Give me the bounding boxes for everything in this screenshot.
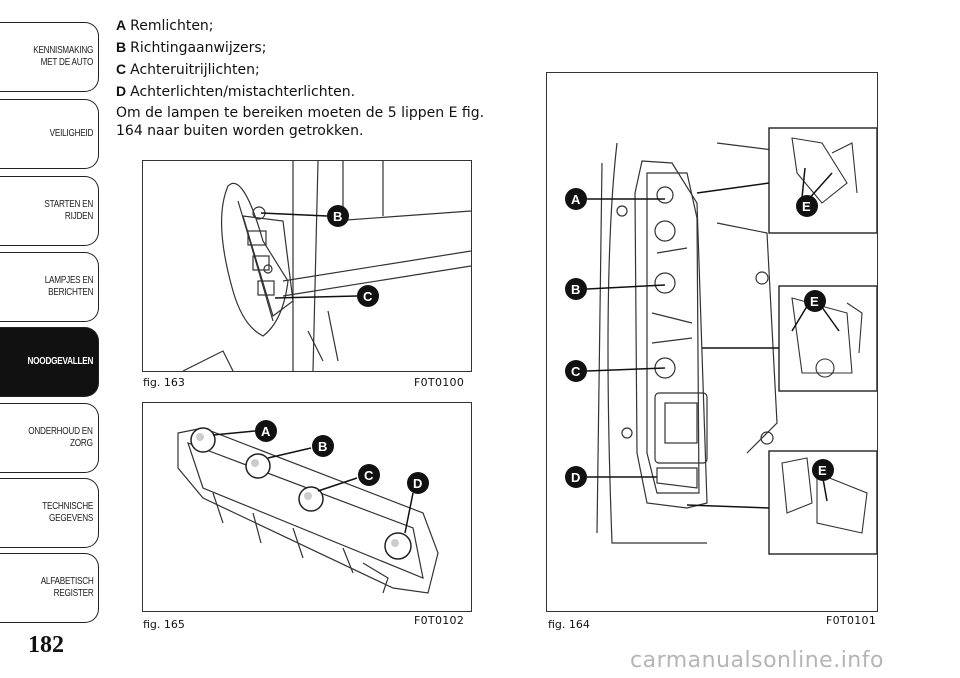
callout-A: A xyxy=(255,420,277,442)
callout-B: B xyxy=(565,278,587,300)
tab-label: NOODGEVALLEN xyxy=(27,356,94,367)
callout-E: E xyxy=(812,459,834,481)
watermark: carmanualsonline.info xyxy=(630,648,884,673)
tab-kennismaking[interactable]: KENNISMAKING MET DE AUTO xyxy=(0,22,99,92)
figure-caption: fig. 165 xyxy=(143,618,185,631)
callout-B: B xyxy=(327,205,349,227)
item-text: Achteruitrijlichten; xyxy=(130,62,260,78)
tab-label: KENNISMAKING MET DE AUTO xyxy=(33,45,94,68)
figure-code: F0T0102 xyxy=(414,614,465,627)
callout-label: E xyxy=(810,294,819,309)
callout-label: B xyxy=(571,282,580,297)
tab-lampjes-en-berichten[interactable]: LAMPJES EN BERICHTEN xyxy=(0,252,99,322)
item-letter: B xyxy=(116,39,127,55)
callout-label: B xyxy=(333,209,342,224)
tab-technische-gegevens[interactable]: TECHNISCHE GEGEVENS xyxy=(0,478,99,548)
item-text: Richtingaanwijzers; xyxy=(130,40,267,56)
figure-163: B C xyxy=(142,160,472,372)
tab-label: VEILIGHEID xyxy=(49,128,94,139)
tab-noodgevallen[interactable]: NOODGEVALLEN xyxy=(0,327,99,397)
tab-onderhoud-en-zorg[interactable]: ONDERHOUD EN ZORG xyxy=(0,403,99,473)
tail-light-rear-view-illustration: A B C D E E E xyxy=(565,127,878,555)
callout-label: D xyxy=(571,470,580,485)
instruction-paragraph: Om de lampen te bereiken moeten de 5 lip… xyxy=(116,105,485,139)
item-text: Achterlichten/mistachterlichten. xyxy=(130,84,356,100)
callout-E: E xyxy=(796,195,818,217)
tab-label: LAMPJES EN BERICHTEN xyxy=(44,275,94,298)
figure-165: A B C D xyxy=(142,402,472,612)
figure-code: F0T0101 xyxy=(826,614,877,627)
tab-label: ALFABETISCH REGISTER xyxy=(40,576,94,599)
callout-label: B xyxy=(318,439,327,454)
item-letter: A xyxy=(116,17,127,33)
callout-label: E xyxy=(818,463,827,478)
tab-starten-en-rijden[interactable]: STARTEN EN RIJDEN xyxy=(0,176,99,246)
callout-label: C xyxy=(571,364,581,379)
callout-label: A xyxy=(261,424,271,439)
callout-label: A xyxy=(571,192,581,207)
figure-caption: fig. 163 xyxy=(143,376,185,389)
figure-164: A B C D E E E xyxy=(546,72,878,612)
callout-C: C xyxy=(565,360,587,382)
callout-B: B xyxy=(312,435,334,457)
tab-label: STARTEN EN RIJDEN xyxy=(44,199,94,222)
callout-C: C xyxy=(357,285,379,307)
callout-label: E xyxy=(802,199,811,214)
callout-label: C xyxy=(364,468,374,483)
item-letter: C xyxy=(116,61,127,77)
tab-label: ONDERHOUD EN ZORG xyxy=(28,426,94,449)
tab-alfabetisch-register[interactable]: ALFABETISCH REGISTER xyxy=(0,553,99,623)
chapter-tabs: KENNISMAKING MET DE AUTO VEILIGHEID STAR… xyxy=(0,0,100,640)
callout-E: E xyxy=(804,290,826,312)
page-number: 182 xyxy=(28,632,64,658)
lamp-holder-illustration: A B C D xyxy=(177,420,439,594)
figure-caption: fig. 164 xyxy=(548,618,590,631)
callout-D: D xyxy=(565,466,587,488)
callout-label: C xyxy=(363,289,373,304)
callout-A: A xyxy=(565,188,587,210)
item-letter: D xyxy=(116,83,127,99)
tab-veiligheid[interactable]: VEILIGHEID xyxy=(0,99,99,169)
tail-light-housing-illustration: B C xyxy=(182,160,472,372)
tab-label: TECHNISCHE GEGEVENS xyxy=(42,501,94,524)
item-text: Remlichten; xyxy=(130,18,214,34)
callout-D: D xyxy=(407,472,429,494)
figure-code: F0T0100 xyxy=(414,376,465,389)
callout-C: C xyxy=(358,464,380,486)
callout-label: D xyxy=(413,476,422,491)
